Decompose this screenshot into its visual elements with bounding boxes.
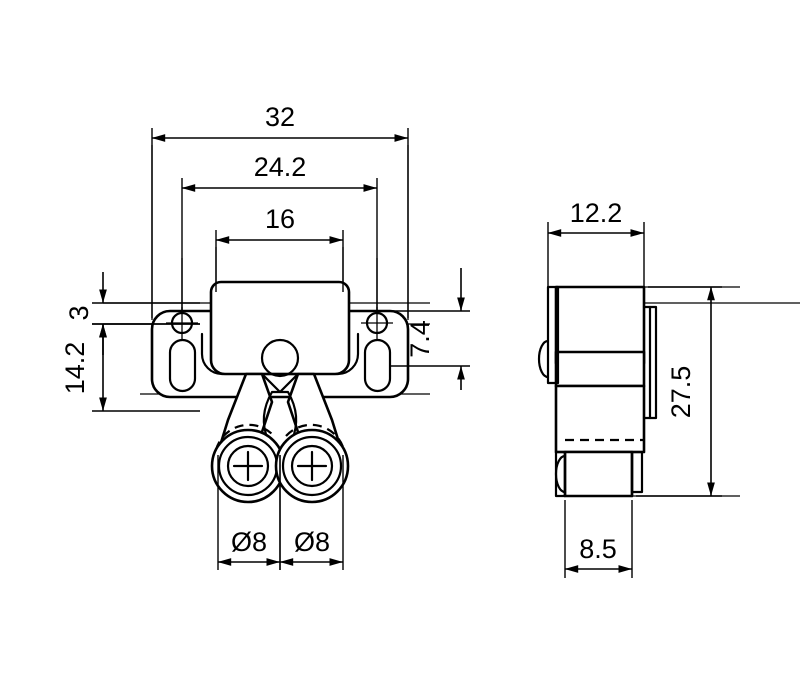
dimension-screw-spacing: 24.2 <box>181 152 378 312</box>
hinge-cup-body-inner-right <box>336 332 360 376</box>
left-screw-hole <box>166 307 198 339</box>
cup-center-hole <box>260 338 300 378</box>
side-lower-body <box>554 384 646 454</box>
dimension-screw-hole-depth-label: 7.4 <box>405 320 435 358</box>
dimension-cup-diameter-right-label: Ø8 <box>294 527 330 557</box>
dimension-side-height: 27.5 <box>636 286 722 497</box>
dimension-side-depth: 12.2 <box>547 198 645 290</box>
dimension-plate-top-offset-label: 3 <box>64 305 94 320</box>
dimension-cup-body-width-label: 16 <box>265 204 295 234</box>
left-hinge-cup <box>210 428 286 504</box>
dimension-screw-hole-depth: 7.4 <box>390 268 470 390</box>
hinge-cup-body-inner <box>200 332 224 376</box>
side-base-block <box>563 450 634 498</box>
right-screw-hole <box>361 307 393 339</box>
dimension-side-depth-label: 12.2 <box>570 198 623 228</box>
side-left-upper-knuckle <box>537 339 550 379</box>
dimension-side-base-depth: 8.5 <box>564 500 633 578</box>
left-cup-hidden-arc <box>214 423 275 451</box>
side-view <box>537 285 800 498</box>
dimension-cup-body-width: 16 <box>215 204 344 292</box>
side-base-left-knuckle <box>554 454 567 494</box>
dimension-overall-width-label: 32 <box>265 102 295 132</box>
side-left-rail <box>546 285 560 385</box>
dimension-cup-diameter-left-label: Ø8 <box>231 527 267 557</box>
dimension-cup-diameter-right: Ø8 <box>279 455 344 570</box>
center-linkage <box>260 372 300 394</box>
dimension-screw-spacing-label: 24.2 <box>254 152 307 182</box>
hinge-cup-body <box>209 280 351 376</box>
dimension-side-base-depth-label: 8.5 <box>579 534 617 564</box>
dimension-plate-height: 14.2 <box>60 323 200 412</box>
dimension-plate-height-label: 14.2 <box>60 342 90 395</box>
side-base-right-knuckle <box>630 450 644 494</box>
right-hinge-cup <box>274 428 350 504</box>
left-slot-hole <box>168 338 197 393</box>
dimension-overall-width: 32 <box>151 102 409 318</box>
dimension-side-height-label: 27.5 <box>666 366 696 419</box>
side-mid-band <box>554 350 646 388</box>
front-view <box>103 145 430 504</box>
right-cup-hidden-arc <box>285 423 346 451</box>
